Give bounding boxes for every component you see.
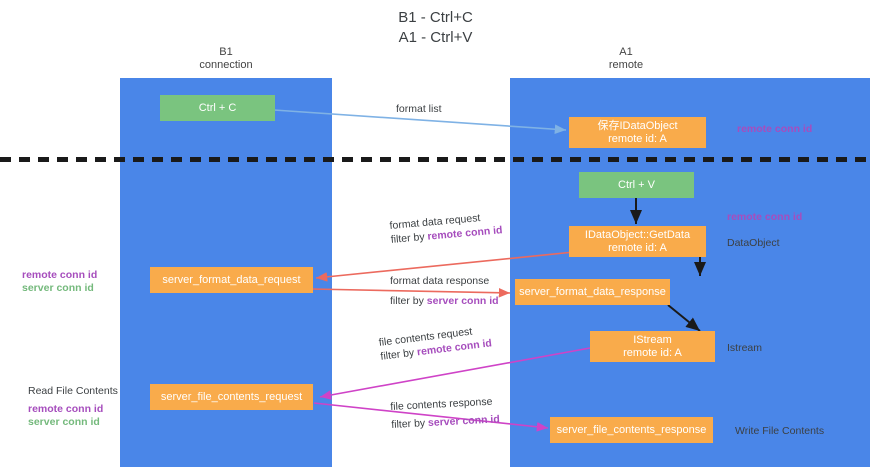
box-ctrl-c-label: Ctrl + C [198, 101, 237, 114]
title-line-1: B1 - Ctrl+C [398, 9, 473, 26]
box-server-file-contents-response[interactable]: server_file_contents_response [550, 417, 713, 443]
box-server-file-contents-request-label: server_file_contents_request [160, 390, 303, 403]
column-header-a1: A1 remote [510, 46, 742, 72]
edge-label-file-contents-response: file contents response filter by server … [390, 395, 501, 431]
box-server-format-data-request-label: server_format_data_request [162, 273, 301, 286]
box-istream[interactable]: IStream remote id: A [590, 331, 715, 362]
annotation-istream: Istream [727, 342, 763, 354]
annotation-left-conn-ids-bottom: remote conn id server conn id [28, 403, 104, 428]
edge-label-format-data-response-filter: filter by server conn id [390, 295, 499, 307]
box-idataobject-getdata[interactable]: IDataObject::GetData remote id: A [569, 226, 706, 257]
annotation-remote-conn-id-mid: remote conn id [727, 211, 803, 223]
column-header-a1-role: remote [608, 59, 644, 71]
edge-label-file-contents-request: file contents request filter by remote c… [378, 325, 493, 363]
box-istream-line1: IStream [633, 333, 672, 346]
annotation-write-file-contents: Write File Contents [735, 425, 825, 437]
box-ctrl-v-label: Ctrl + V [618, 178, 655, 191]
section-divider [0, 157, 871, 162]
column-header-b1-name: B1 [219, 46, 233, 58]
box-server-file-contents-response-label: server_file_contents_response [556, 423, 707, 436]
title-line-2: A1 - Ctrl+V [398, 29, 473, 46]
edge-label-file-contents-response-filter: filter by server conn id [390, 413, 501, 431]
edge-label-format-data-request: format data request filter by remote con… [389, 212, 503, 246]
box-istream-line2: remote id: A [623, 346, 682, 359]
edge-label-format-data-response: format data response filter by server co… [390, 275, 499, 307]
annotation-dataobject: DataObject [727, 237, 780, 249]
page-title: B1 - Ctrl+C A1 - Ctrl+V [0, 8, 871, 48]
annotation-read-file-contents: Read File Contents [28, 385, 118, 397]
column-header-b1-role: connection [199, 59, 253, 71]
box-save-idataobject-line2: remote id: A [608, 132, 667, 145]
box-server-file-contents-request[interactable]: server_file_contents_request [150, 384, 313, 410]
box-ctrl-v[interactable]: Ctrl + V [579, 172, 694, 198]
box-getdata-line2: remote id: A [608, 241, 667, 254]
edge-label-format-list: format list [396, 103, 442, 115]
box-server-format-data-response-label: server_format_data_response [519, 285, 666, 298]
box-save-idataobject-line1: 保存IDataObject [597, 119, 678, 132]
box-save-idataobject[interactable]: 保存IDataObject remote id: A [569, 117, 706, 148]
annotation-remote-conn-id-top: remote conn id [737, 123, 813, 135]
annotation-left-conn-ids-top: remote conn id server conn id [22, 269, 98, 294]
box-ctrl-c[interactable]: Ctrl + C [160, 95, 275, 121]
column-header-b1: B1 connection [120, 46, 332, 72]
column-header-a1-name: A1 [619, 46, 633, 58]
box-server-format-data-response[interactable]: server_format_data_response [515, 279, 670, 305]
box-server-format-data-request[interactable]: server_format_data_request [150, 267, 313, 293]
box-getdata-line1: IDataObject::GetData [584, 228, 691, 241]
